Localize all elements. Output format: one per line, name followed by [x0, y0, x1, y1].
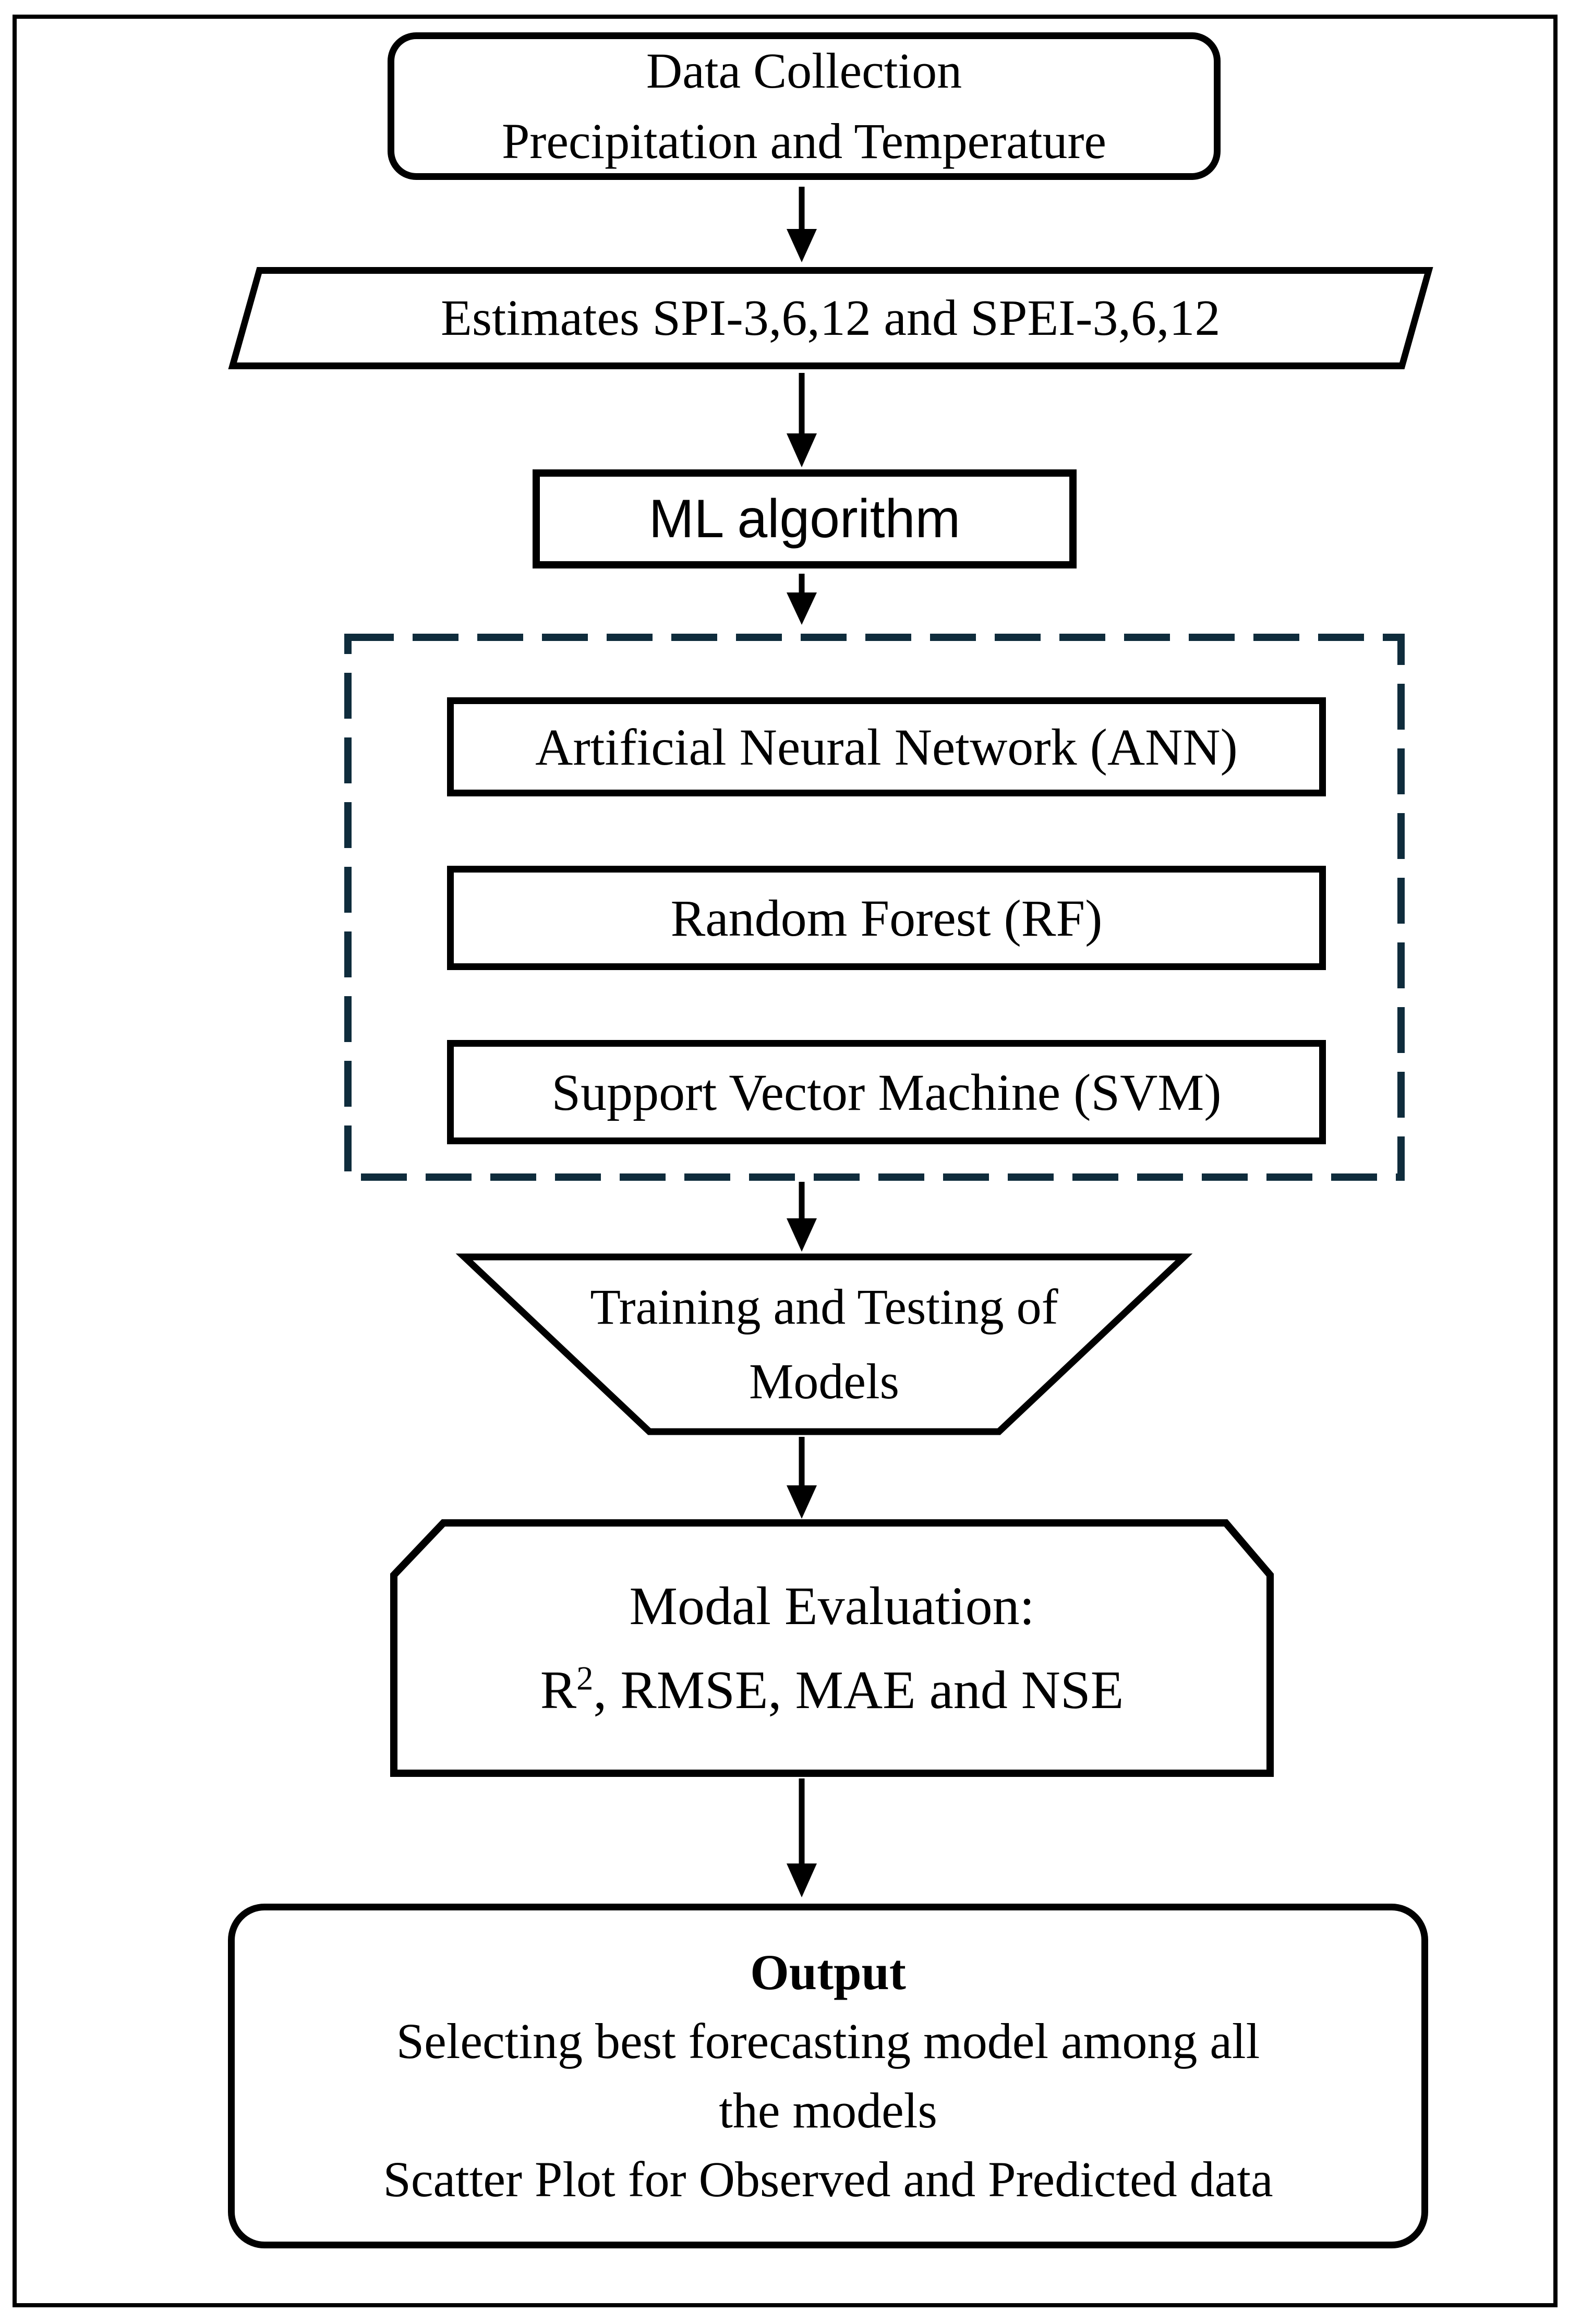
- model-evaluation-shape: [390, 1519, 1274, 1777]
- flow-arrow-2: [787, 373, 817, 467]
- node-estimates-parallelogram: Estimates SPI-3,6,12 and SPEI-3,6,12: [228, 267, 1433, 369]
- ann-label: Artificial Neural Network (ANN): [535, 718, 1238, 776]
- data-collection-line2: Precipitation and Temperature: [501, 113, 1107, 169]
- node-ml-algorithm: ML algorithm: [533, 469, 1077, 568]
- output-title: Output: [750, 1944, 906, 2000]
- flow-arrow-6: [787, 1778, 817, 1897]
- node-model-evaluation: Modal Evaluation: R2, RMSE, MAE and NSE: [394, 1523, 1270, 1773]
- evaluation-metrics-superscript: 2: [576, 1660, 594, 1697]
- node-svm: Support Vector Machine (SVM): [447, 1040, 1326, 1144]
- node-ann: Artificial Neural Network (ANN): [447, 697, 1326, 796]
- node-data-collection: Data Collection Precipitation and Temper…: [388, 32, 1221, 180]
- flow-arrow-1: [787, 187, 817, 262]
- output-line3: Scatter Plot for Observed and Predicted …: [383, 2151, 1273, 2207]
- random-forest-label: Random Forest (RF): [670, 889, 1103, 947]
- evaluation-metrics-base: R: [540, 1660, 577, 1720]
- ml-models-group-dashed-box: [344, 634, 1405, 1181]
- flow-arrow-4: [787, 1182, 817, 1252]
- node-random-forest: Random Forest (RF): [447, 866, 1326, 970]
- evaluation-metrics-line: R2, RMSE, MAE and NSE: [540, 1648, 1124, 1732]
- svm-label: Support Vector Machine (SVM): [551, 1063, 1222, 1121]
- flow-arrow-5: [787, 1437, 817, 1519]
- evaluation-metrics-rest: , RMSE, MAE and NSE: [593, 1660, 1124, 1720]
- output-line1: Selecting best forecasting model among a…: [396, 2013, 1260, 2069]
- training-line1: Training and Testing of: [590, 1279, 1058, 1335]
- node-output: Output Selecting best forecasting model …: [228, 1904, 1428, 2248]
- evaluation-line1: Modal Evaluation:: [629, 1576, 1035, 1636]
- output-line2: the models: [719, 2082, 937, 2138]
- estimates-label: Estimates SPI-3,6,12 and SPEI-3,6,12: [441, 290, 1221, 346]
- node-training-testing: Training and Testing of Models: [464, 1257, 1184, 1432]
- data-collection-line1: Data Collection: [646, 43, 962, 99]
- ml-algorithm-label: ML algorithm: [648, 488, 961, 549]
- flow-arrow-3: [787, 574, 817, 625]
- training-testing-trapezoid: [455, 1253, 1193, 1435]
- training-line2: Models: [749, 1353, 899, 1409]
